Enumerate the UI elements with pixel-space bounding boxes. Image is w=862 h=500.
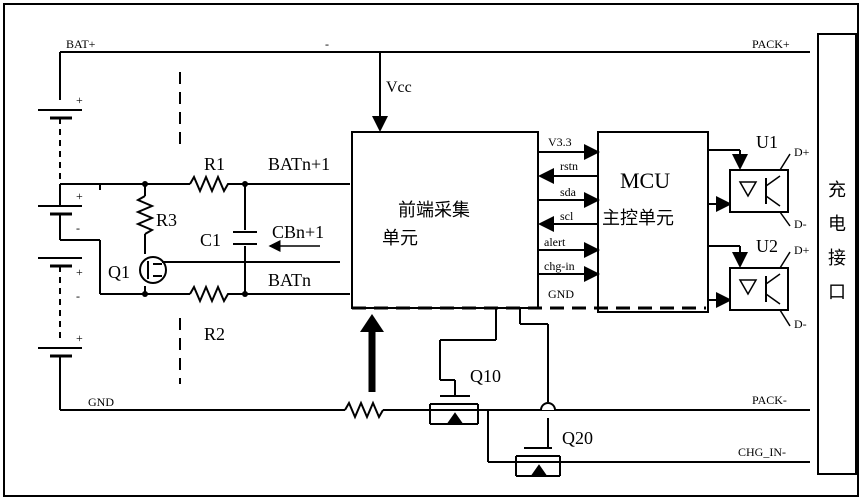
sense-arrow-head [360, 314, 384, 332]
bus-alert: alert [544, 235, 566, 249]
batn1-label: BATn+1 [268, 154, 330, 174]
bus-lines [538, 144, 600, 282]
top-minus-mark: - [325, 37, 329, 51]
bus-sda: sda [560, 185, 577, 199]
node-tap-c1-top [242, 181, 248, 187]
r3-label: R3 [156, 210, 177, 230]
node-tap-top [142, 181, 148, 187]
q10-label: Q10 [470, 366, 501, 386]
cell4-plus: + [76, 331, 83, 345]
cell2-minus: - [76, 221, 80, 235]
cell1-plus: + [76, 93, 83, 107]
bus-scl: scl [560, 209, 574, 223]
r2-label: R2 [204, 324, 225, 344]
outer-frame [3, 3, 859, 497]
r3-resistor [135, 195, 155, 235]
node-tap-c1-bot [242, 291, 248, 297]
q10-mosfet [429, 380, 479, 425]
u2-dplus: D+ [794, 243, 810, 257]
u2-dminus: D- [794, 317, 807, 331]
cbn1-label: CBn+1 [272, 222, 324, 242]
node-tap-bot [142, 291, 148, 297]
port-char-4: 口 [828, 282, 846, 303]
gnd-left-label: GND [88, 395, 114, 409]
bus-gnd: GND [548, 287, 574, 301]
u1-dminus-wire [779, 211, 791, 227]
bat-plus-label: BAT+ [66, 37, 96, 51]
u2-collector [765, 273, 781, 285]
u1-dplus-wire [779, 153, 791, 171]
u2-emitter [765, 293, 781, 305]
port-char-1: 充 [828, 180, 846, 201]
tap-wiring [60, 183, 350, 411]
q1-label: Q1 [108, 262, 130, 282]
c1-label: C1 [200, 230, 221, 250]
q20-label: Q20 [562, 428, 593, 448]
afe-to-q20-hop [540, 402, 556, 411]
mcu-label-line2: 主控单元 [602, 208, 674, 229]
u1-emitter [765, 195, 781, 207]
u1-label: U1 [756, 132, 778, 152]
u1-dplus: D+ [794, 145, 810, 159]
u2-dminus-wire [779, 309, 791, 327]
mcu-label-line1: MCU [620, 168, 670, 193]
u1-collector [765, 175, 781, 187]
bus-rstn: rstn [560, 159, 578, 173]
pack-plus-label: PACK+ [752, 37, 790, 51]
port-char-3: 接 [828, 248, 846, 269]
afe-label-line2: 单元 [382, 228, 418, 249]
r1-resistor [189, 174, 234, 194]
r1-label: R1 [204, 154, 225, 174]
q1-transistor [139, 256, 167, 284]
u2-dplus-wire [779, 251, 791, 269]
afe-label-line1: 前端采集 [398, 200, 470, 221]
pack-minus-label: PACK- [752, 393, 787, 407]
vcc-label: Vcc [386, 79, 412, 96]
battery-stack [38, 52, 82, 410]
cell3-plus: + [76, 265, 83, 279]
u1-dminus: D- [794, 217, 807, 231]
bus-chg-in: chg-in [544, 259, 575, 273]
cell3-minus: - [76, 289, 80, 303]
bus-v33: V3.3 [548, 135, 572, 149]
batn-label: BATn [268, 270, 311, 290]
charge-port-box [817, 33, 857, 475]
cell2-plus: + [76, 189, 83, 203]
r2-resistor [189, 284, 234, 304]
sense-resistor [344, 400, 384, 420]
u1-led [738, 181, 758, 198]
u2-label: U2 [756, 236, 778, 256]
mcu-block [597, 131, 709, 313]
port-char-2: 电 [828, 214, 846, 235]
u2-led [738, 279, 758, 296]
chg-in-label: CHG_IN- [738, 445, 786, 459]
afe-block [351, 131, 539, 309]
